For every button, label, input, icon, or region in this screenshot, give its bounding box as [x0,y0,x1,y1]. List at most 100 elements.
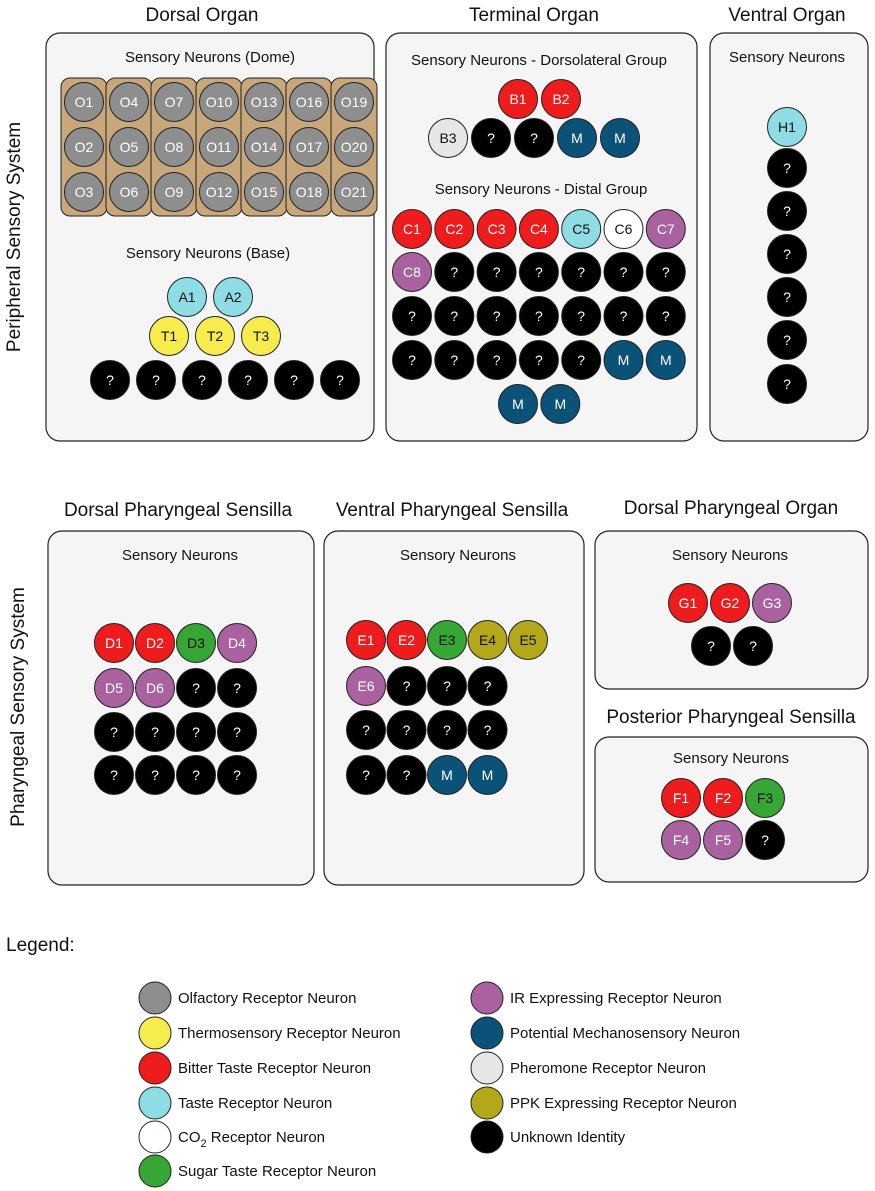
neuron-label: ? [783,289,791,305]
neuron-label: ? [408,352,416,368]
neuron-circle [135,755,175,795]
neuron-olfactory: O10 [199,82,239,122]
neuron-label: O11 [206,139,232,155]
neuron-ir: C7 [645,209,686,249]
neuron-unknown: ? [767,277,807,317]
neuron-co2: C6 [603,209,644,249]
neuron-label: M [660,352,672,368]
neuron-circle [346,620,386,660]
neuron-circle [176,755,216,795]
neuron-label: M [554,396,566,412]
neuron-circle [386,755,427,795]
neuron-unknown: ? [514,118,554,158]
neuron-circle [274,360,314,400]
neuron-circle [561,340,602,380]
dorsal-pharyngeal-organ-title: Dorsal Pharyngeal Organ [624,498,838,519]
neuron-ppk: E4 [467,620,508,660]
neuron-circle [346,666,386,706]
neuron-unknown: ? [386,710,427,750]
legend-item-olfactory: Olfactory Receptor Neuron [138,981,356,1015]
neuron-circle [109,82,149,122]
neuron-label: ? [443,722,451,738]
neuron-circle [94,712,134,752]
neuron-ir: F4 [661,820,701,860]
neuron-label: ? [535,308,543,324]
legend-swatch [138,1120,172,1154]
neuron-label: ? [192,724,200,740]
legend-swatch [470,981,504,1015]
neuron-circle [745,820,785,860]
neuron-circle [167,277,207,317]
group-label: Sensory Neurons [122,547,238,564]
neuron-label: E5 [519,632,536,648]
neuron-circle [392,209,432,249]
neuron-mechano: M [540,384,581,424]
neuron-circle [518,296,559,336]
neuron-unknown: ? [645,252,686,292]
neuron-label: D5 [105,680,123,696]
neuron-label: ? [484,722,492,738]
neuron-circle [334,127,374,167]
neuron-label: ? [443,678,451,694]
neuron-label: O4 [120,94,139,110]
neuron-ir: D5 [94,668,134,708]
neuron-label: C7 [657,221,675,237]
neuron-circle [94,755,134,795]
ventral-pharyngeal-sensilla-title: Ventral Pharyngeal Sensilla [336,500,569,521]
neuron-circle [195,316,235,356]
dorsal-pharyngeal-sensilla-box [47,530,315,886]
neuron-bitter: C4 [518,209,559,249]
neuron-label: F2 [715,790,732,806]
legend-label: PPK Expressing Receptor Neuron [510,1095,737,1112]
neuron-label: M [618,352,630,368]
neuron-thermo: T3 [241,316,281,356]
legend-swatch [138,1051,172,1085]
neuron-circle [320,360,360,400]
neuron-circle [561,252,602,292]
neuron-mechano: M [645,340,686,380]
dorsal-organ-title: Dorsal Organ [146,5,259,26]
neuron-circle [176,668,216,708]
neuron-circle [213,277,253,317]
neuron-circle [135,668,175,708]
neuron-circle [767,320,807,360]
neuron-circle [603,340,644,380]
neuron-circle [540,384,581,424]
neuron-unknown: ? [136,360,176,400]
neuron-label: ? [493,352,501,368]
group-label: Sensory Neurons (Base) [126,245,290,262]
neuron-label: ? [577,264,585,280]
neuron-label: C8 [403,264,421,280]
neuron-label: ? [233,680,241,696]
legend-item-ir: IR Expressing Receptor Neuron [470,981,722,1015]
neuron-olfactory: O15 [244,172,284,212]
neuron-label: ? [493,264,501,280]
neuron-circle [703,778,743,818]
legend-label: Sugar Taste Receptor Neuron [178,1163,376,1180]
neuron-circle [217,623,257,663]
neuron-unknown: ? [767,320,807,360]
neuron-unknown: ? [767,234,807,274]
neuron-label: ? [192,680,200,696]
neuron-olfactory: O19 [334,82,374,122]
legend-label: Bitter Taste Receptor Neuron [178,1060,371,1077]
neuron-circle [767,277,807,317]
neuron-circle [767,191,807,231]
neuron-circle [386,710,427,750]
neuron-label: ? [336,372,344,388]
neuron-circle [668,583,708,623]
neuron-label: H1 [778,119,796,135]
neuron-label: ? [493,308,501,324]
neuron-circle [244,127,284,167]
neuron-label: O18 [296,184,323,200]
neuron-circle [561,209,602,249]
neuron-label: O21 [341,184,368,200]
neuron-label: O10 [206,94,233,110]
neuron-thermo: T2 [195,316,235,356]
neuron-circle [498,79,538,119]
